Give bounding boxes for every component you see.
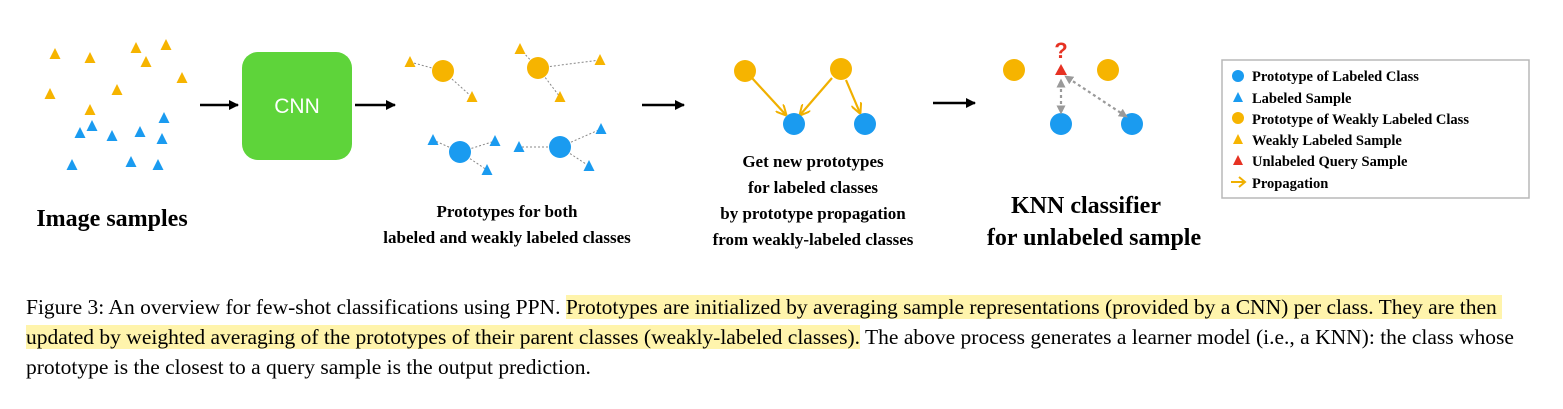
- weak-prototype: [734, 60, 756, 82]
- legend: Prototype of Labeled Class Labeled Sampl…: [1221, 59, 1530, 199]
- legend-item: Prototype of Labeled Class: [1232, 69, 1419, 85]
- caption-prefix: Figure 3: An overview for few-shot class…: [26, 295, 566, 319]
- knn-label-line1: KNN classifier: [1011, 193, 1161, 219]
- caption-suffix: The above process generates a learner mo…: [26, 325, 1520, 379]
- weak-prototype: [830, 58, 852, 80]
- labeled-prototype: [549, 136, 571, 158]
- distance-arrow: [1064, 75, 1128, 118]
- weak-sample-triangle: [160, 39, 172, 50]
- weak-sample-triangle: [594, 54, 606, 65]
- weak-sample-triangle: [404, 56, 416, 67]
- weak-sample-triangle: [111, 84, 123, 95]
- labeled-sample-triangle: [513, 141, 525, 152]
- legend-label: Prototype of Labeled Class: [1252, 69, 1419, 85]
- cnn-box: [242, 52, 352, 160]
- query-question-mark: ?: [1054, 38, 1067, 63]
- weak-sample-triangle: [176, 72, 188, 83]
- labeled-sample-triangle: [134, 126, 146, 137]
- propagation-label-line1: Get new prototypes: [742, 152, 884, 171]
- labeled-sample-triangle: [583, 160, 595, 171]
- legend-item: Prototype of Weakly Labeled Class: [1232, 112, 1469, 128]
- legend-item: Weakly Labeled Sample: [1233, 133, 1402, 149]
- prototypes-label-line1: Prototypes for both: [436, 202, 578, 221]
- image-samples-label: Image samples: [36, 206, 187, 232]
- weak-sample-triangle: [44, 88, 56, 99]
- labeled-sample-triangle: [125, 156, 137, 167]
- knn-group: ?: [1003, 38, 1143, 135]
- labeled-sample-triangle-icon: [1233, 92, 1243, 102]
- weak-prototype: [1003, 59, 1025, 81]
- connector-line: [442, 70, 473, 98]
- weak-prototype-circle-icon: [1232, 112, 1244, 124]
- legend-item: Propagation: [1231, 176, 1328, 192]
- labeled-sample-triangle: [66, 159, 78, 170]
- propagation-arrow: [800, 77, 833, 115]
- query-sample-triangle: [1055, 64, 1067, 75]
- legend-item: Unlabeled Query Sample: [1233, 154, 1408, 170]
- weak-sample-triangle: [140, 56, 152, 67]
- legend-label: Labeled Sample: [1252, 91, 1352, 107]
- weak-sample-triangle: [84, 52, 96, 63]
- knn-label-line2: for unlabeled sample: [987, 225, 1202, 251]
- weak-sample-triangle: [130, 42, 142, 53]
- weak-sample-triangle-icon: [1233, 134, 1243, 144]
- labeled-prototype: [1050, 113, 1072, 135]
- legend-label: Propagation: [1252, 176, 1328, 192]
- labeled-sample-triangle: [86, 120, 98, 131]
- weak-prototype: [432, 60, 454, 82]
- labeled-sample-triangle: [158, 112, 170, 123]
- prototypes-group: [404, 43, 607, 175]
- labeled-sample-triangle: [74, 127, 86, 138]
- weak-prototype: [1097, 59, 1119, 81]
- legend-label: Unlabeled Query Sample: [1252, 154, 1408, 170]
- labeled-prototype: [783, 113, 805, 135]
- query-sample-triangle-icon: [1233, 155, 1243, 165]
- weak-sample-triangle: [554, 91, 566, 102]
- image-samples-group: [44, 39, 188, 170]
- figure-caption: Figure 3: An overview for few-shot class…: [26, 292, 1536, 382]
- labeled-prototype: [1121, 113, 1143, 135]
- labeled-sample-triangle: [595, 123, 607, 134]
- propagation-arrow: [751, 77, 786, 115]
- labeled-sample-triangle: [489, 135, 501, 146]
- labeled-sample-triangle: [481, 164, 493, 175]
- weak-sample-triangle: [466, 91, 478, 102]
- labeled-prototype: [449, 141, 471, 163]
- propagation-label-line2: for labeled classes: [748, 178, 878, 197]
- legend-label: Prototype of Weakly Labeled Class: [1252, 112, 1469, 128]
- labeled-prototype-circle-icon: [1232, 70, 1244, 82]
- labeled-prototype: [854, 113, 876, 135]
- labeled-sample-triangle: [106, 130, 118, 141]
- connector-line: [559, 128, 602, 148]
- prototypes-label-line2: labeled and weakly labeled classes: [383, 228, 631, 247]
- labeled-sample-triangle: [156, 133, 168, 144]
- propagation-arrow-icon: [1231, 176, 1247, 188]
- propagation-group: [734, 58, 876, 135]
- cnn-label: CNN: [274, 95, 320, 118]
- propagation-label-line3: by prototype propagation: [720, 204, 906, 223]
- propagation-label-line4: from weakly-labeled classes: [713, 230, 914, 249]
- labeled-sample-triangle: [427, 134, 439, 145]
- propagation-arrow: [844, 79, 860, 113]
- weak-prototype: [527, 57, 549, 79]
- legend-label: Weakly Labeled Sample: [1252, 133, 1402, 149]
- weak-sample-triangle: [514, 43, 526, 54]
- legend-item: Labeled Sample: [1233, 91, 1352, 107]
- labeled-sample-triangle: [152, 159, 164, 170]
- legend-box: [1221, 59, 1530, 199]
- connector-line: [537, 59, 601, 69]
- weak-sample-triangle: [84, 104, 96, 115]
- overview-diagram: Image samples CNN Prototypes for both la…: [36, 38, 1530, 251]
- weak-sample-triangle: [49, 48, 61, 59]
